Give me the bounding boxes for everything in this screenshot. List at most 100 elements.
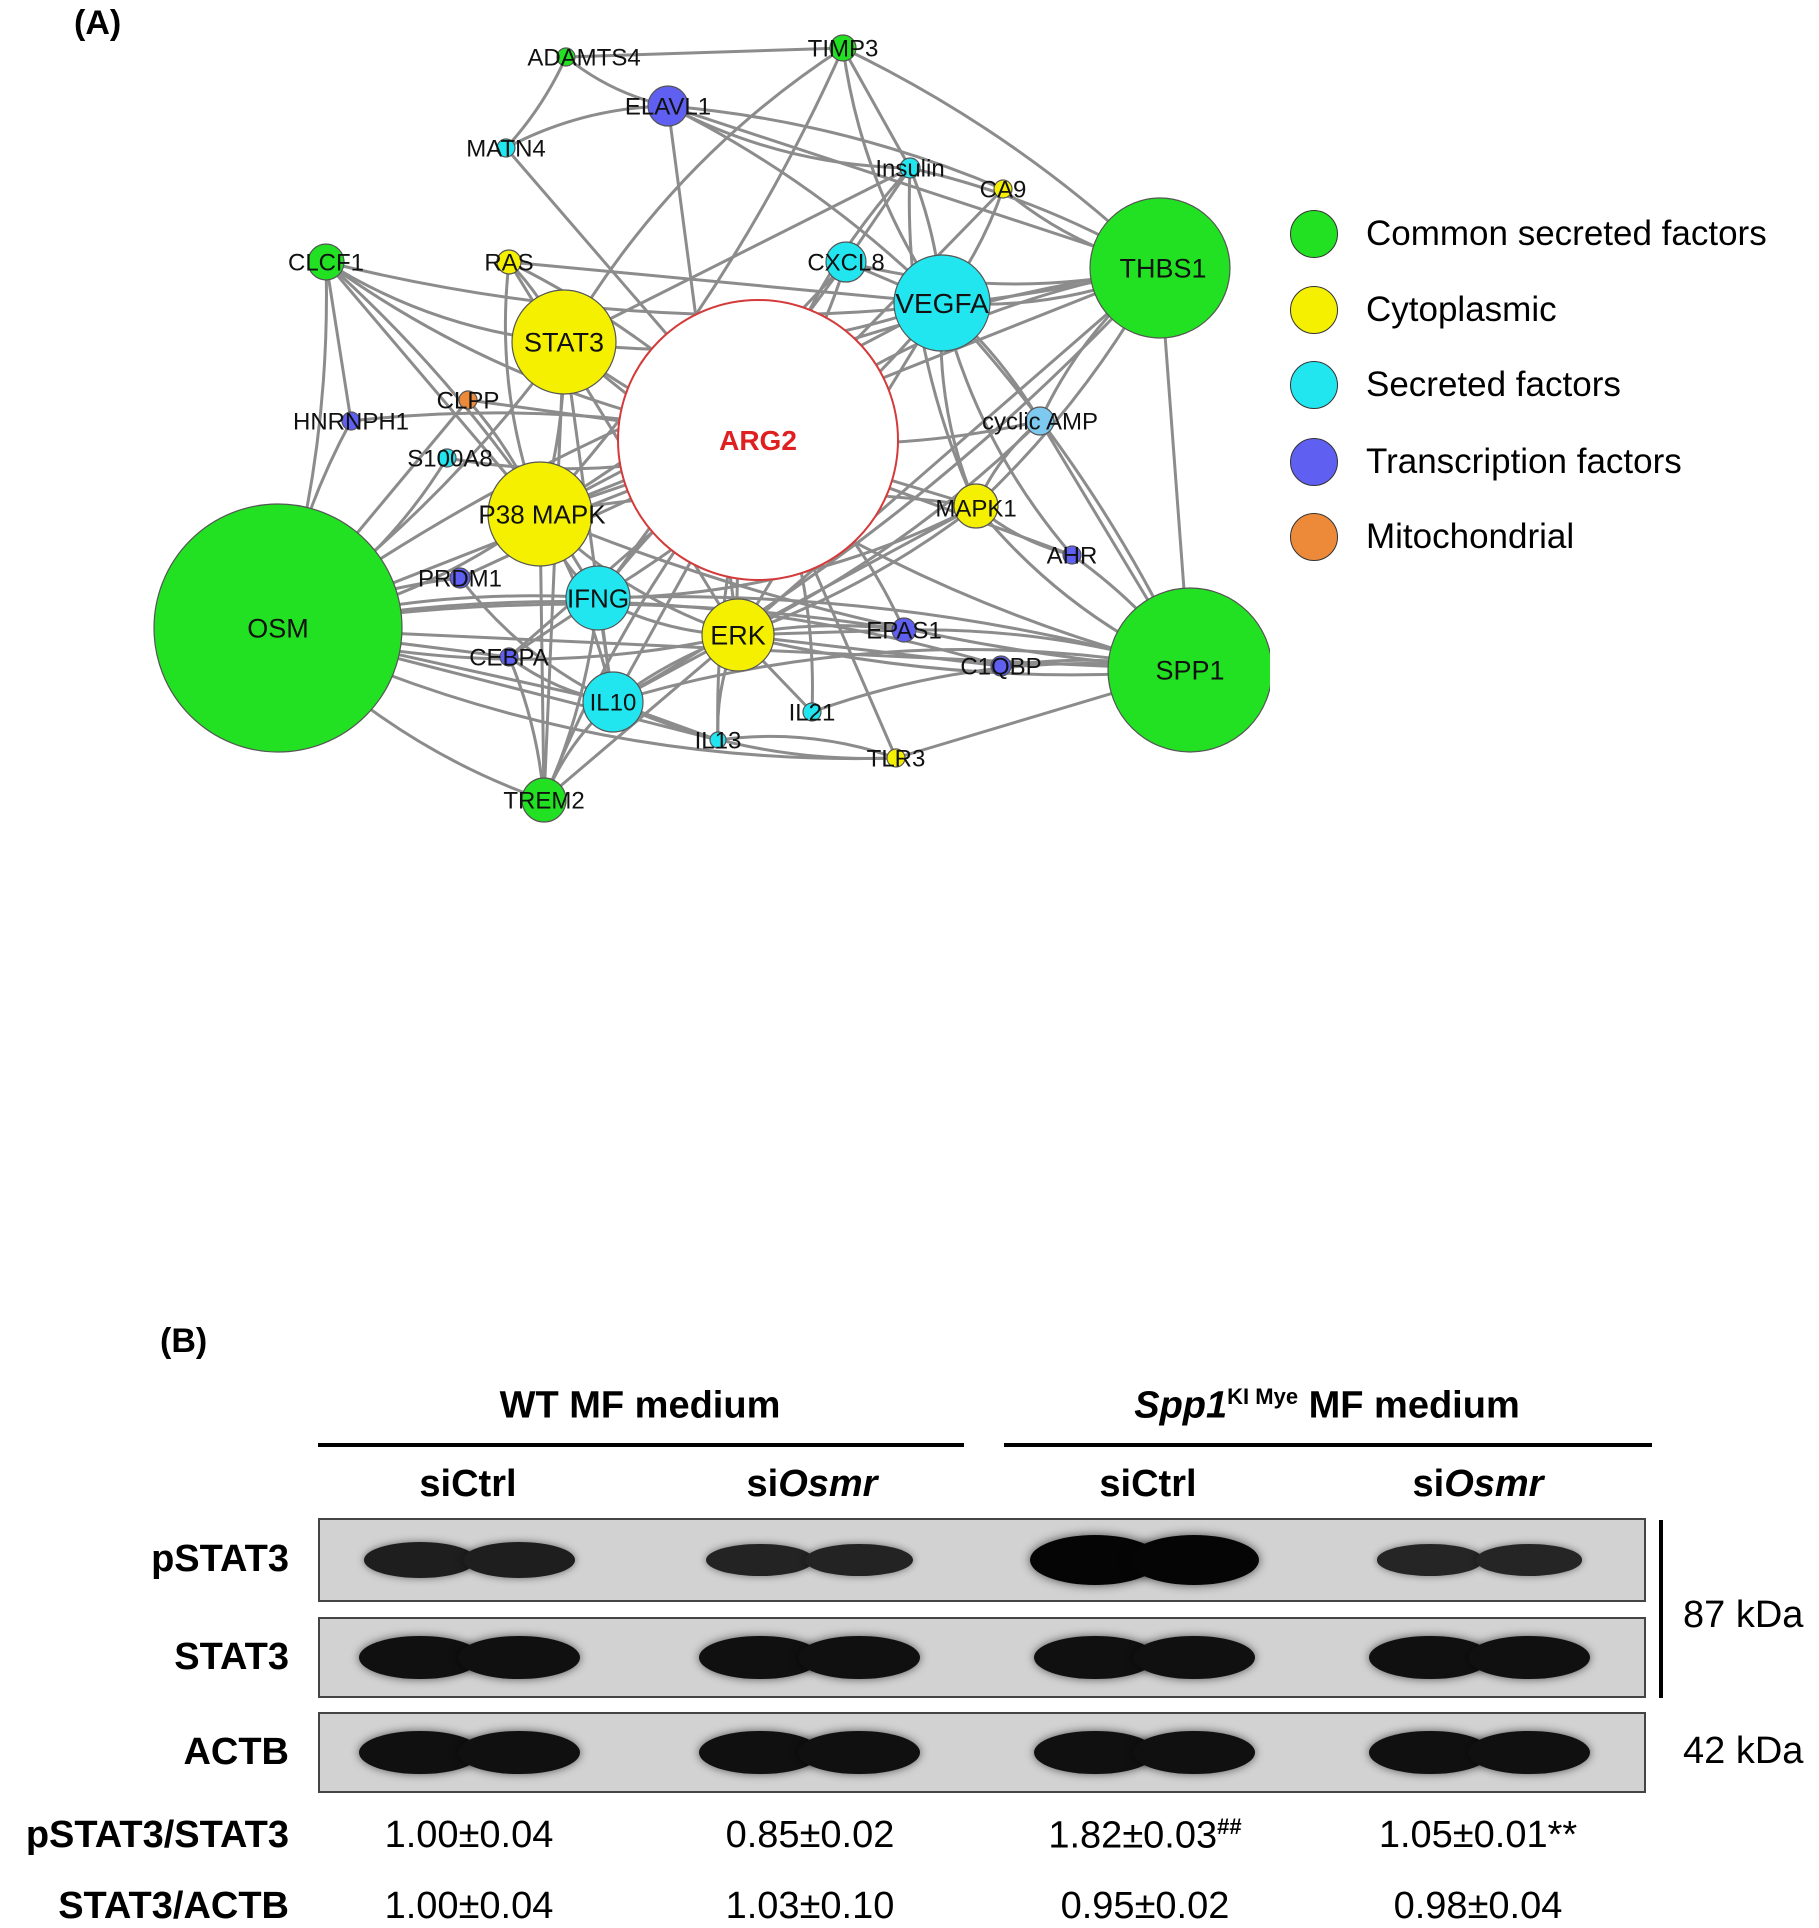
quant-value: 1.00±0.04	[349, 1814, 589, 1857]
node-label-clcf1: CLCF1	[288, 250, 364, 277]
blot-label-pstat3: pSTAT3	[151, 1538, 289, 1580]
edge-adamts4-matn4	[504, 56, 568, 150]
quant-value: 1.82±0.03##	[1025, 1814, 1265, 1858]
edge-ifng-spp1	[597, 595, 1191, 672]
node-arg2	[617, 299, 899, 581]
legend-label: Secreted factors	[1366, 365, 1621, 404]
group-header-text: WT MF medium	[499, 1384, 781, 1427]
quant-value-text: 1.00±0.04	[384, 1885, 554, 1927]
node-label-p38mapk: P38 MAPK	[478, 499, 606, 529]
node-label-thbs1: THBS1	[1119, 254, 1206, 284]
node-osm	[153, 503, 403, 753]
group-header-wt: WT MF medium	[320, 1384, 960, 1428]
node-mapk1	[953, 483, 999, 529]
legend-label: Transcription factors	[1366, 442, 1682, 481]
node-label-adamts4: ADAMTS4	[527, 45, 640, 72]
node-label-c1qbp: C1QBP	[960, 654, 1041, 681]
node-c1qbp	[990, 655, 1012, 677]
edge-mapk1-il10	[612, 504, 977, 704]
legend-item-cytoplasmic: Cytoplasmic	[1290, 286, 1557, 334]
node-ca9	[993, 179, 1013, 199]
legend-label: Common secreted factors	[1366, 214, 1767, 253]
legend-item-secreted: Secreted factors	[1290, 361, 1621, 409]
legend-swatch-transcription	[1290, 438, 1338, 486]
node-label-il13: IL13	[695, 728, 742, 755]
node-label-spp1: SPP1	[1155, 656, 1224, 686]
node-label-epas1: EPAS1	[866, 618, 942, 645]
node-ifng	[565, 565, 631, 631]
edge-il10-tlr3	[612, 700, 897, 760]
node-label-clpp: CLPP	[437, 388, 500, 415]
subgroup-text: siCtrl	[419, 1463, 517, 1505]
subgroup-sictrl-1: siCtrl	[368, 1463, 568, 1506]
node-label-erk: ERK	[710, 621, 766, 651]
legend-item-transcription: Transcription factors	[1290, 438, 1682, 486]
node-thbs1	[1089, 197, 1231, 339]
quant-value-sup: ##	[1217, 1814, 1242, 1839]
edge-ras-vegfa	[508, 260, 943, 305]
blot-band	[798, 1730, 920, 1775]
blot-band	[463, 1542, 575, 1578]
quant-value: 1.03±0.10	[690, 1885, 930, 1928]
kda-42: 42 kDa	[1683, 1730, 1804, 1772]
legend-swatch-secreted	[1290, 361, 1338, 409]
node-label-ras: RAS	[484, 250, 533, 277]
node-clcf1	[307, 243, 345, 281]
node-vegfa	[893, 254, 991, 352]
blot-band	[1133, 1635, 1255, 1680]
subgroup-text: si	[1412, 1463, 1445, 1505]
network-nodes	[153, 34, 1270, 823]
group-header-spp1: Spp1KI Mye MF medium	[1004, 1384, 1650, 1428]
quant-value-text: 1.05±0.01**	[1378, 1814, 1578, 1856]
edge-timp3-p38mapk	[538, 47, 845, 516]
quant-value-text: 0.85±0.02	[725, 1814, 895, 1856]
edge-timp3-stat3	[562, 46, 844, 343]
kda-87: 87 kDa	[1683, 1594, 1804, 1636]
quant-value: 1.05±0.01**	[1358, 1814, 1598, 1857]
blot-label-stat3: STAT3	[174, 1636, 289, 1678]
node-label-cxcl8: CXCL8	[807, 250, 884, 277]
blot-band	[364, 1542, 476, 1578]
node-epas1	[891, 617, 917, 643]
blot-band	[458, 1730, 580, 1775]
quant-value-text: 1.00±0.04	[384, 1814, 554, 1856]
subgroup-siosmr-1: siOsmr	[712, 1463, 912, 1506]
node-il21	[802, 702, 822, 722]
node-label-timp3: TIMP3	[808, 36, 879, 63]
blot-band	[1133, 1730, 1255, 1775]
group-underline-wt	[318, 1443, 964, 1447]
node-clpp	[458, 390, 478, 410]
blot-stat3	[318, 1617, 1646, 1698]
edge-thbs1-erk	[737, 266, 1161, 637]
node-ras	[496, 249, 522, 275]
node-s100a8	[437, 448, 457, 468]
blot-band	[1468, 1730, 1590, 1775]
subgroup-text: siCtrl	[1099, 1463, 1197, 1505]
quant-label-stat3-actb: STAT3/ACTB	[58, 1885, 289, 1927]
node-label-ifng: IFNG	[567, 583, 629, 613]
panel-a-label: (A)	[74, 4, 122, 42]
node-timp3	[829, 34, 857, 62]
node-label-ahr: AHR	[1047, 543, 1098, 570]
legend-swatch-mitochondrial	[1290, 513, 1338, 561]
blot-actb	[318, 1712, 1646, 1793]
blot-band	[1475, 1544, 1583, 1576]
node-tlr3	[886, 748, 906, 768]
edge-stat3-trem2	[542, 341, 566, 801]
node-label-cebpa: CEBPA	[469, 645, 549, 672]
quant-value: 1.00±0.04	[349, 1885, 589, 1928]
subgroup-text: si	[746, 1463, 779, 1505]
blot-band	[1376, 1544, 1484, 1576]
node-matn4	[496, 138, 516, 158]
legend-item-mitochondrial: Mitochondrial	[1290, 513, 1574, 561]
blot-band	[1468, 1635, 1590, 1680]
node-label-stat3: STAT3	[524, 328, 604, 358]
node-label-tlr3: TLR3	[867, 746, 926, 773]
group-header-italic: Spp1	[1134, 1384, 1228, 1427]
node-ahr	[1062, 545, 1082, 565]
group-header-text: MF medium	[1298, 1384, 1520, 1427]
node-cxcl8	[825, 241, 867, 283]
node-label-s100a8: S100A8	[407, 446, 492, 473]
edge-tlr3-il13	[717, 734, 897, 760]
